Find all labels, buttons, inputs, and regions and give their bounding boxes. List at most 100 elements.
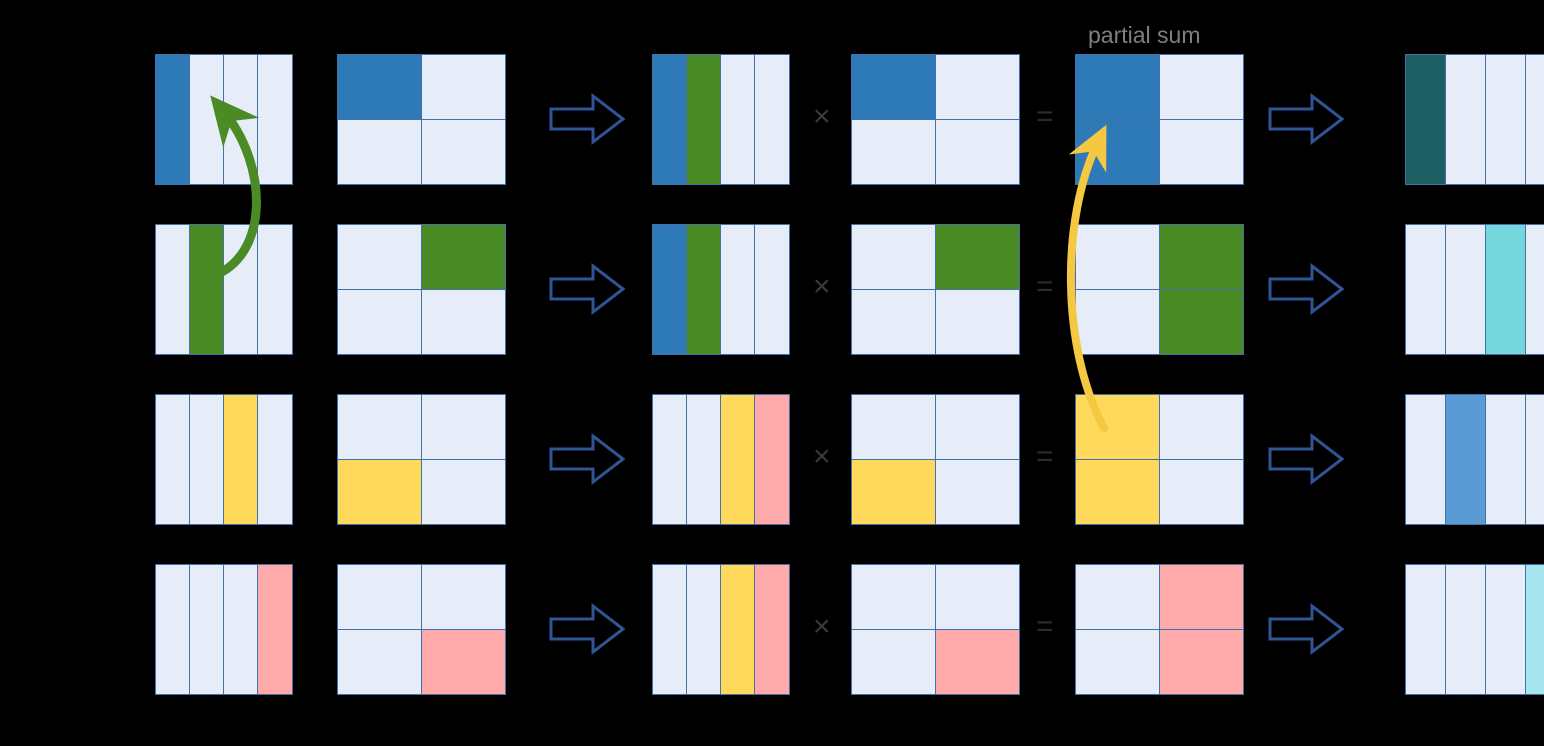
small-matrix-row-1[interactable] <box>336 53 506 185</box>
matrix-cell[interactable] <box>850 288 936 355</box>
matrix-cell[interactable] <box>420 393 506 460</box>
vector-cell[interactable] <box>1524 393 1544 525</box>
vector-cell[interactable] <box>223 393 259 525</box>
vector-cell[interactable] <box>754 53 790 185</box>
matrix-cell[interactable] <box>850 118 936 185</box>
matrix-cell[interactable] <box>336 118 422 185</box>
vector-cell[interactable] <box>188 223 224 355</box>
matrix-cell[interactable] <box>420 53 506 120</box>
vector-cell[interactable] <box>257 53 293 185</box>
vector-cell[interactable] <box>257 223 293 355</box>
vector-cell[interactable] <box>1484 53 1526 185</box>
operand-matrix-row-1[interactable] <box>850 53 1020 185</box>
matrix-cell[interactable] <box>336 563 422 630</box>
vector-cell[interactable] <box>1444 53 1486 185</box>
matrix-cell[interactable] <box>934 628 1020 695</box>
partial-sum-matrix-row-2[interactable] <box>1074 223 1244 355</box>
vector-cell[interactable] <box>685 393 721 525</box>
vector-cell[interactable] <box>154 223 190 355</box>
vector-cell[interactable] <box>1404 393 1446 525</box>
matrix-cell[interactable] <box>1074 288 1160 355</box>
vector-cell[interactable] <box>651 223 687 355</box>
matrix-cell[interactable] <box>336 53 422 120</box>
matrix-cell[interactable] <box>934 223 1020 290</box>
matrix-cell[interactable] <box>336 628 422 695</box>
vector-cell[interactable] <box>1404 563 1446 695</box>
matrix-cell[interactable] <box>850 563 936 630</box>
vector-cell[interactable] <box>1404 53 1446 185</box>
vector-cell[interactable] <box>754 393 790 525</box>
matrix-cell[interactable] <box>1074 563 1160 630</box>
vector-cell[interactable] <box>1524 563 1544 695</box>
matrix-cell[interactable] <box>934 288 1020 355</box>
column-vector-row-2[interactable] <box>154 223 293 355</box>
vector-cell[interactable] <box>1484 223 1526 355</box>
vector-cell[interactable] <box>154 393 190 525</box>
matrix-cell[interactable] <box>336 288 422 355</box>
vector-cell[interactable] <box>223 53 259 185</box>
merged-vector-row-3[interactable] <box>651 393 790 525</box>
vector-cell[interactable] <box>651 53 687 185</box>
vector-cell[interactable] <box>1524 223 1544 355</box>
matrix-cell[interactable] <box>934 118 1020 185</box>
vector-cell[interactable] <box>188 393 224 525</box>
column-vector-row-1[interactable] <box>154 53 293 185</box>
matrix-cell[interactable] <box>1074 458 1160 525</box>
matrix-cell[interactable] <box>336 393 422 460</box>
matrix-cell[interactable] <box>1158 223 1244 290</box>
merged-vector-row-4[interactable] <box>651 563 790 695</box>
vector-cell[interactable] <box>257 393 293 525</box>
matrix-cell[interactable] <box>850 628 936 695</box>
output-vector-row-3[interactable] <box>1404 393 1544 525</box>
matrix-cell[interactable] <box>1074 53 1160 120</box>
operand-matrix-row-2[interactable] <box>850 223 1020 355</box>
matrix-cell[interactable] <box>420 118 506 185</box>
vector-cell[interactable] <box>1484 563 1526 695</box>
column-vector-row-3[interactable] <box>154 393 293 525</box>
matrix-cell[interactable] <box>1158 288 1244 355</box>
matrix-cell[interactable] <box>1158 393 1244 460</box>
matrix-cell[interactable] <box>420 628 506 695</box>
matrix-cell[interactable] <box>850 458 936 525</box>
operand-matrix-row-4[interactable] <box>850 563 1020 695</box>
column-vector-row-4[interactable] <box>154 563 293 695</box>
matrix-cell[interactable] <box>934 458 1020 525</box>
output-vector-row-4[interactable] <box>1404 563 1544 695</box>
small-matrix-row-3[interactable] <box>336 393 506 525</box>
vector-cell[interactable] <box>685 223 721 355</box>
matrix-cell[interactable] <box>850 393 936 460</box>
vector-cell[interactable] <box>188 563 224 695</box>
vector-cell[interactable] <box>223 223 259 355</box>
matrix-cell[interactable] <box>336 223 422 290</box>
vector-cell[interactable] <box>1444 223 1486 355</box>
matrix-cell[interactable] <box>420 223 506 290</box>
vector-cell[interactable] <box>257 563 293 695</box>
merged-vector-row-1[interactable] <box>651 53 790 185</box>
vector-cell[interactable] <box>720 223 756 355</box>
output-vector-row-2[interactable] <box>1404 223 1544 355</box>
small-matrix-row-4[interactable] <box>336 563 506 695</box>
matrix-cell[interactable] <box>420 458 506 525</box>
matrix-cell[interactable] <box>1158 458 1244 525</box>
vector-cell[interactable] <box>720 563 756 695</box>
vector-cell[interactable] <box>685 563 721 695</box>
matrix-cell[interactable] <box>850 53 936 120</box>
vector-cell[interactable] <box>1444 563 1486 695</box>
matrix-cell[interactable] <box>1158 53 1244 120</box>
matrix-cell[interactable] <box>850 223 936 290</box>
matrix-cell[interactable] <box>336 458 422 525</box>
partial-sum-matrix-row-4[interactable] <box>1074 563 1244 695</box>
vector-cell[interactable] <box>1484 393 1526 525</box>
small-matrix-row-2[interactable] <box>336 223 506 355</box>
vector-cell[interactable] <box>720 393 756 525</box>
matrix-cell[interactable] <box>934 53 1020 120</box>
matrix-cell[interactable] <box>1074 118 1160 185</box>
vector-cell[interactable] <box>154 53 190 185</box>
partial-sum-matrix-row-3[interactable] <box>1074 393 1244 525</box>
vector-cell[interactable] <box>685 53 721 185</box>
matrix-cell[interactable] <box>420 563 506 630</box>
merged-vector-row-2[interactable] <box>651 223 790 355</box>
vector-cell[interactable] <box>651 563 687 695</box>
matrix-cell[interactable] <box>1158 563 1244 630</box>
vector-cell[interactable] <box>754 563 790 695</box>
